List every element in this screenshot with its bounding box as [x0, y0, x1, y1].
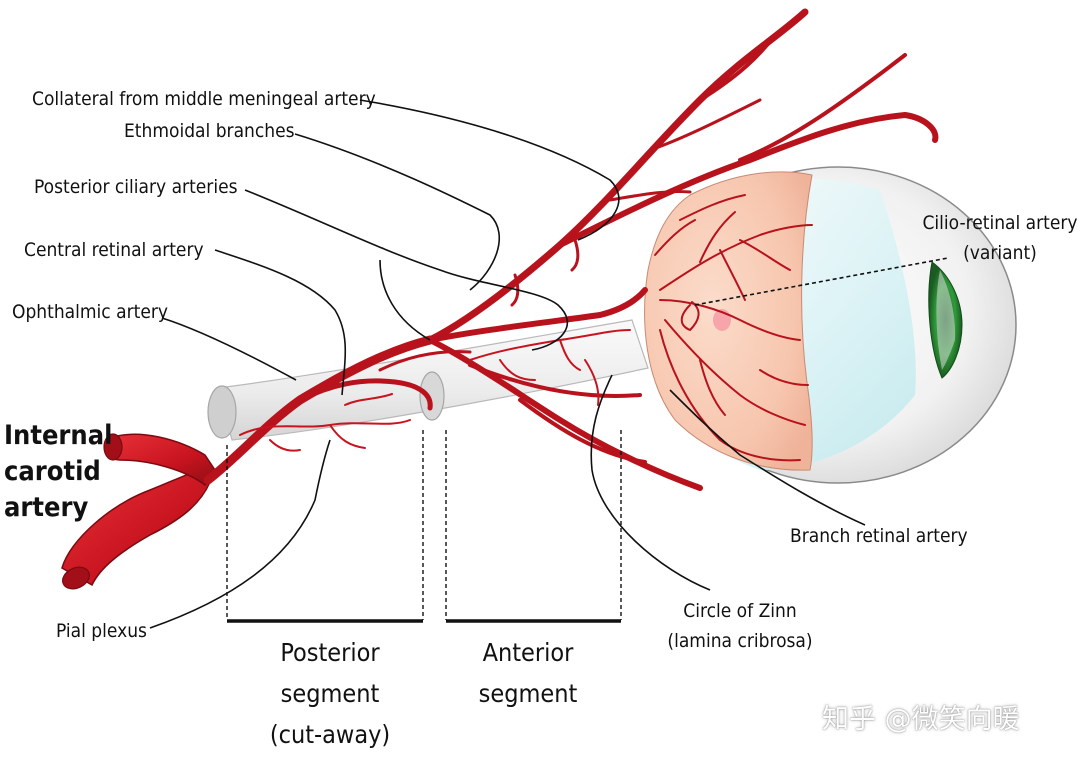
label-internal-carotid-line-2: carotid [4, 456, 101, 487]
label-anterior-segment-line-2: segment [478, 679, 578, 708]
label-posterior-segment: Posterior segment (cut-away) [250, 632, 410, 755]
label-circle-of-zinn: Circle of Zinn (lamina cribrosa) [660, 600, 820, 652]
leader-lines [149, 99, 866, 629]
label-internal-carotid-line-3: artery [4, 492, 89, 523]
label-branch-retinal-artery: Branch retinal artery [790, 525, 968, 547]
watermark: 知乎 @微笑向暖 [822, 704, 1020, 735]
label-collateral-middle-meningeal: Collateral from middle meningeal artery [32, 88, 376, 110]
label-cilio-retinal-artery: Cilio-retinal artery (variant) [920, 212, 1080, 264]
label-anterior-segment-line-1: Anterior [482, 638, 574, 667]
label-anterior-segment: Anterior segment [448, 632, 608, 714]
label-central-retinal-artery: Central retinal artery [24, 239, 204, 261]
label-ethmoidal-branches: Ethmoidal branches [124, 120, 295, 142]
optic-nerve-drawing [207, 319, 649, 441]
label-posterior-segment-line-1: Posterior [280, 638, 380, 667]
artery-network-drawing [203, 8, 939, 491]
label-ophthalmic-artery: Ophthalmic artery [12, 301, 168, 323]
segment-brackets [226, 430, 622, 623]
label-posterior-segment-line-3: (cut-away) [269, 720, 391, 749]
label-circle-of-zinn-line-2: (lamina cribrosa) [667, 630, 813, 652]
label-posterior-ciliary-arteries: Posterior ciliary arteries [34, 176, 238, 198]
label-internal-carotid-artery: Internal carotid artery [4, 418, 112, 526]
cilio-retinal-pointer [694, 257, 949, 306]
label-pial-plexus: Pial plexus [56, 620, 147, 642]
label-posterior-segment-line-2: segment [280, 679, 380, 708]
internal-carotid-artery-drawing [61, 433, 216, 590]
label-cilio-retinal-line-1: Cilio-retinal artery [922, 212, 1078, 234]
label-cilio-retinal-line-2: (variant) [963, 242, 1037, 264]
label-internal-carotid-line-1: Internal [4, 420, 113, 451]
label-circle-of-zinn-line-1: Circle of Zinn [683, 600, 797, 622]
